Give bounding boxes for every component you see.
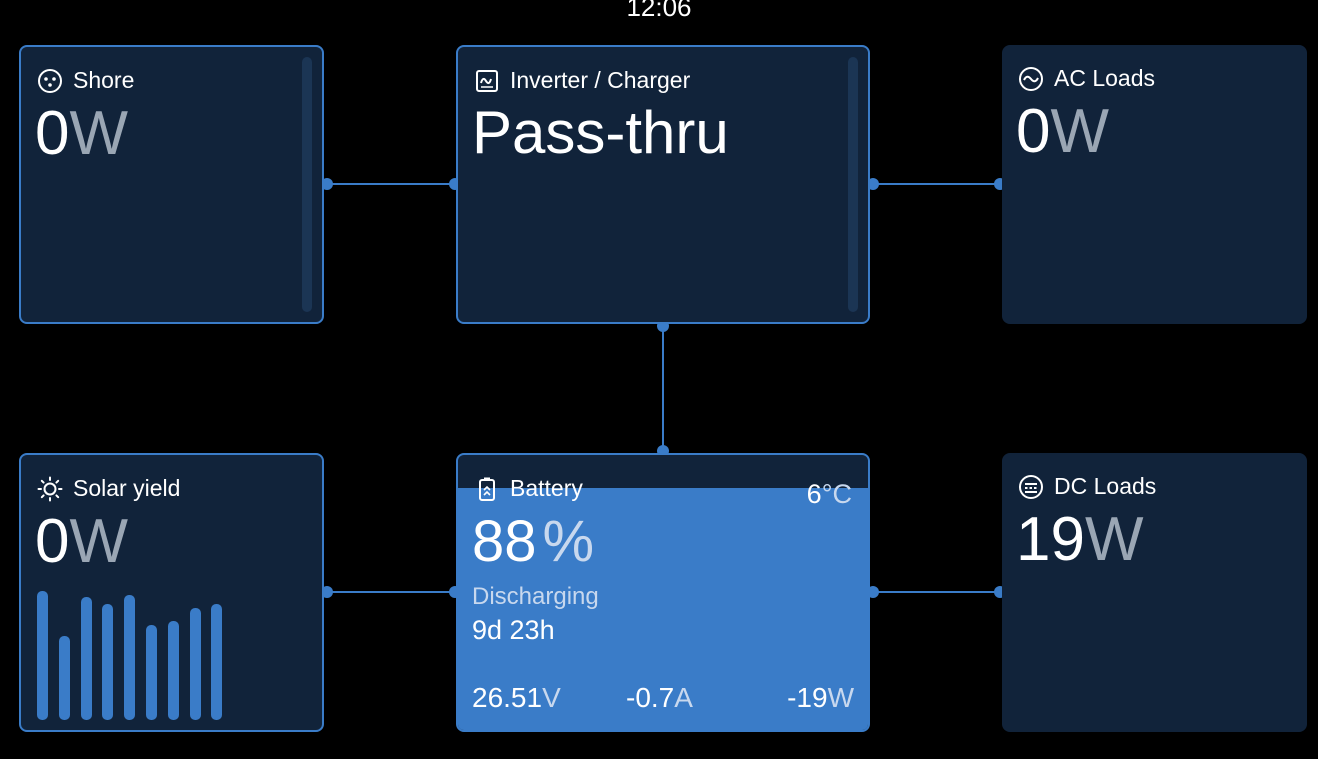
solar-history-bar <box>211 603 223 720</box>
solar-power-unit: W <box>69 507 129 576</box>
battery-temperature-unit: °C <box>821 479 852 509</box>
battery-power: -19W <box>787 682 854 713</box>
inverter-title: Inverter / Charger <box>510 67 691 93</box>
solar-power-value: 0W <box>35 507 129 576</box>
shore-power-value: 0W <box>35 99 129 168</box>
wire-battery-dcloads <box>874 591 1000 593</box>
inverter-state: Pass-thru <box>472 99 729 166</box>
solar-header: Solar yield <box>37 475 180 502</box>
clock: 12:06 <box>626 0 692 22</box>
battery-temperature: 6°C <box>806 479 852 509</box>
inverter-header: Inverter / Charger <box>474 67 690 94</box>
dc-loads-tile[interactable]: DC Loads 19W <box>1002 453 1307 732</box>
sun-icon <box>37 476 63 501</box>
shore-title: Shore <box>73 67 135 93</box>
solar-history-bar <box>146 624 157 720</box>
battery-current: -0.7A <box>626 682 693 713</box>
battery-soc-unit: % <box>542 509 595 574</box>
dc-loads-title: DC Loads <box>1054 473 1157 499</box>
ac-loads-power-unit: W <box>1050 97 1110 166</box>
dc-loads-icon <box>1019 474 1043 499</box>
ac-loads-header: AC Loads <box>1018 65 1155 92</box>
battery-tile[interactable]: Battery 6°C 88% Discharging 9d 23h 26.51… <box>456 453 870 732</box>
wire-inverter-acloads <box>874 183 1000 185</box>
solar-history-bar <box>102 603 114 720</box>
shore-tile[interactable]: Shore 0W <box>19 45 324 324</box>
connector-dot <box>867 586 879 598</box>
ac-loads-tile[interactable]: AC Loads 0W <box>1002 45 1307 324</box>
battery-current-unit: A <box>674 682 693 713</box>
shore-socket-icon <box>38 68 62 93</box>
ac-loads-title: AC Loads <box>1054 65 1156 91</box>
solar-history-bar <box>124 594 136 720</box>
inverter-tile[interactable]: Inverter / Charger Pass-thru <box>456 45 870 324</box>
battery-soc-fill <box>458 488 868 730</box>
battery-soc-value: 88% <box>472 509 595 574</box>
shore-header: Shore <box>37 67 134 94</box>
ac-loads-power-value: 0W <box>1016 97 1110 166</box>
wire-shore-inverter <box>328 183 454 185</box>
solar-history-bar <box>80 597 92 720</box>
solar-history-bar <box>189 607 201 720</box>
dc-loads-power-value: 19W <box>1016 505 1144 574</box>
connector-dot <box>867 178 879 190</box>
battery-header: Battery <box>474 475 583 502</box>
solar-title: Solar yield <box>73 475 181 501</box>
dc-loads-power-unit: W <box>1084 505 1144 574</box>
battery-status: Discharging <box>472 583 599 610</box>
solar-history-bar <box>37 590 48 720</box>
solar-tile[interactable]: Solar yield 0W <box>19 453 324 732</box>
solar-history-chart <box>37 588 267 720</box>
ac-wave-icon <box>1019 66 1043 91</box>
shore-level-bar <box>302 57 312 312</box>
solar-history-bar <box>167 621 179 720</box>
dc-loads-header: DC Loads <box>1018 473 1156 500</box>
battery-voltage-unit: V <box>542 682 561 713</box>
inverter-level-bar <box>848 57 858 312</box>
connector-dot <box>321 178 333 190</box>
battery-icon <box>479 477 495 501</box>
connector-dot <box>321 586 333 598</box>
battery-time-to-go: 9d 23h <box>472 615 555 645</box>
wire-inverter-battery <box>662 327 664 451</box>
shore-power-unit: W <box>69 99 129 168</box>
inverter-icon <box>476 69 498 92</box>
solar-history-bar <box>58 635 70 720</box>
battery-power-unit: W <box>827 682 854 713</box>
battery-title: Battery <box>510 475 583 501</box>
battery-voltage: 26.51V <box>472 682 561 713</box>
wire-solar-battery <box>328 591 454 593</box>
